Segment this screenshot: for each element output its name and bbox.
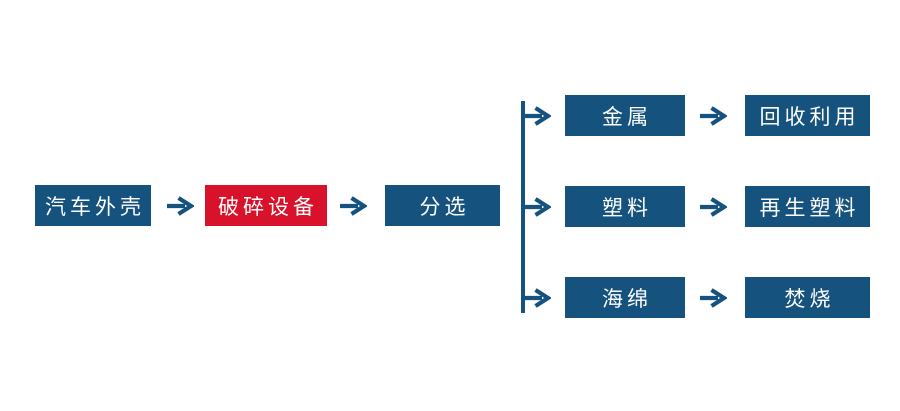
node-incineration: 焚烧 <box>745 277 870 318</box>
arrow-right-icon <box>524 106 551 126</box>
arrow-right-icon <box>700 197 727 217</box>
arrow-right-icon <box>700 288 727 308</box>
node-recycled-plastic: 再生塑料 <box>745 186 870 227</box>
arrow-right-icon <box>340 196 367 216</box>
node-metal: 金属 <box>565 95 685 136</box>
node-plastic: 塑料 <box>565 186 685 227</box>
node-sorting: 分选 <box>385 185 500 226</box>
branch-connector-line <box>521 101 525 313</box>
node-crushing-equipment: 破碎设备 <box>205 185 327 226</box>
arrow-right-icon <box>524 288 551 308</box>
arrow-right-icon <box>167 196 194 216</box>
arrow-right-icon <box>524 197 551 217</box>
arrow-right-icon <box>700 106 727 126</box>
node-sponge: 海绵 <box>565 277 685 318</box>
node-car-shell: 汽车外壳 <box>35 185 151 226</box>
node-recycling: 回收利用 <box>745 95 870 136</box>
